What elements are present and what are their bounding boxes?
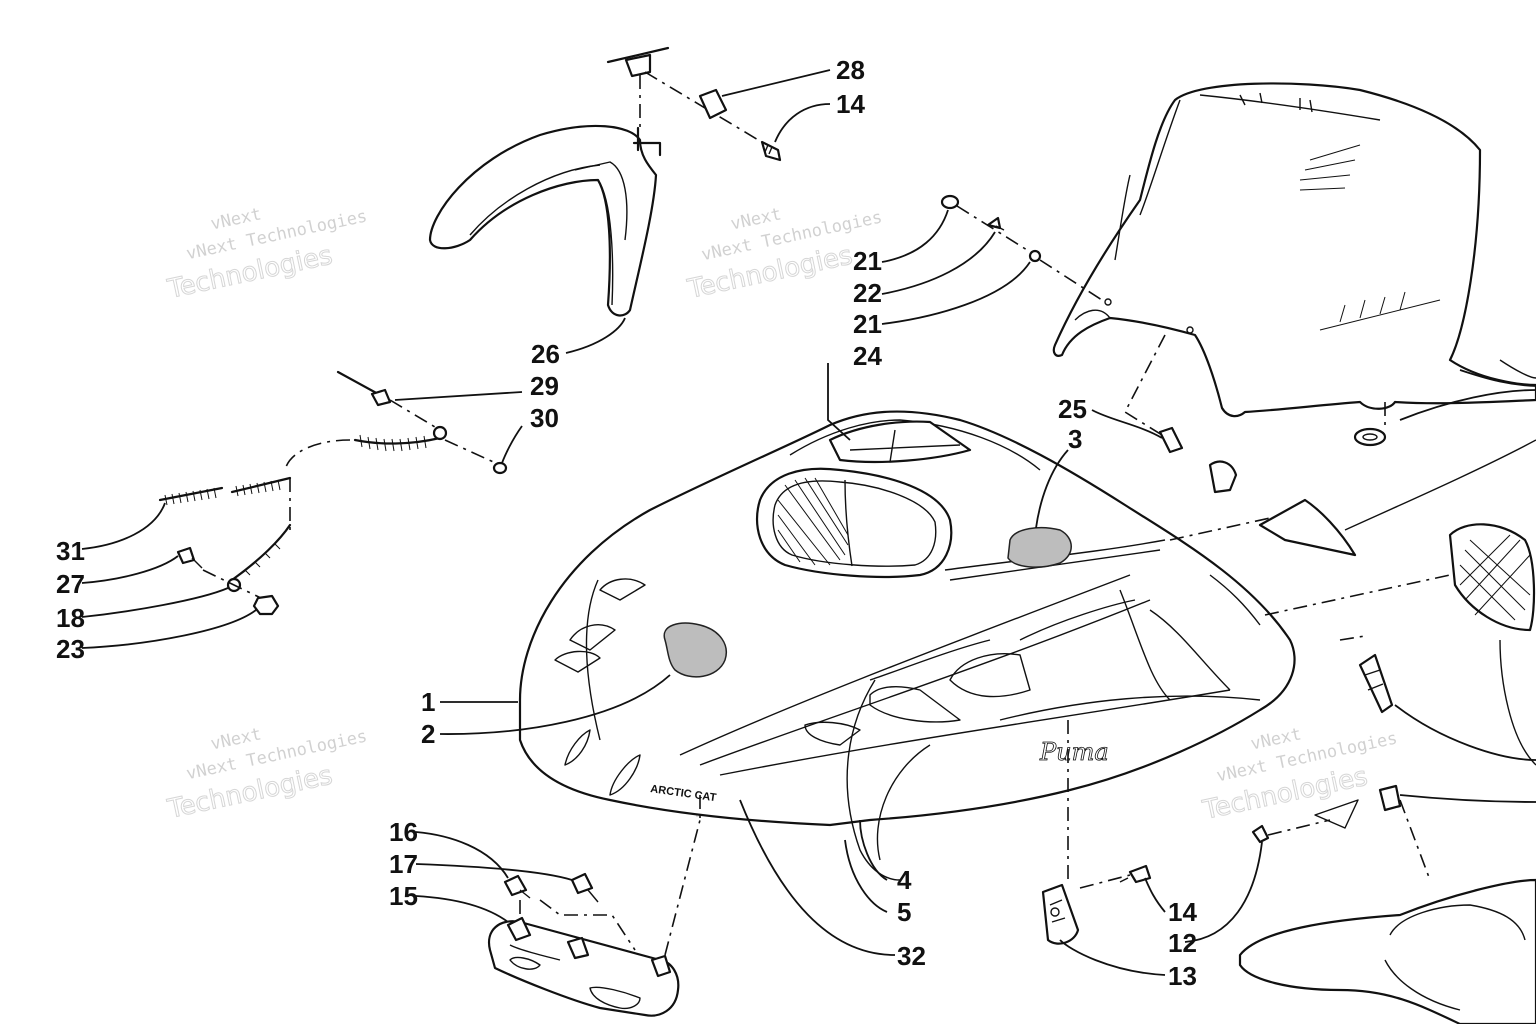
hood-script-logo: Puma <box>1039 738 1109 766</box>
callout-16: 16 <box>389 817 418 847</box>
leader-lines <box>81 69 1536 976</box>
part-windshield <box>1052 82 1536 447</box>
callout-14: 14 <box>1168 897 1197 927</box>
part-side-grille <box>1258 359 1536 766</box>
callout-22: 22 <box>853 278 882 308</box>
part-21-22-hardware <box>940 194 1106 303</box>
callout-31: 31 <box>56 536 85 566</box>
callout-18: 18 <box>56 603 85 633</box>
callout-2: 2 <box>421 719 435 749</box>
callout-14: 14 <box>836 89 865 119</box>
callout-numbers: 28 14 26 21 22 21 24 25 3 29 30 31 27 18… <box>56 55 1197 991</box>
callout-25: 25 <box>1058 394 1087 424</box>
callout-3: 3 <box>1068 424 1082 454</box>
callout-30: 30 <box>530 403 559 433</box>
callout-21: 21 <box>853 309 882 339</box>
part-13-latch <box>1041 720 1152 945</box>
callout-28: 28 <box>836 55 865 85</box>
callout-15: 15 <box>389 881 418 911</box>
callout-4: 4 <box>897 865 912 895</box>
callout-5: 5 <box>897 897 911 927</box>
part-28-bracket <box>606 46 782 162</box>
callout-13: 13 <box>1168 961 1197 991</box>
callout-24: 24 <box>853 341 882 371</box>
part-26-visor <box>428 124 662 317</box>
part-12-bracket <box>1238 784 1536 1024</box>
part-15-bumper <box>487 795 701 1017</box>
callout-1: 1 <box>421 687 435 717</box>
callout-12: 12 <box>1168 928 1197 958</box>
callout-32: 32 <box>897 941 926 971</box>
callout-21: 21 <box>853 246 882 276</box>
part-1-hood: Puma ARCTIC CAT <box>518 410 1451 881</box>
part-29-31-cable-assembly <box>158 370 508 616</box>
callout-23: 23 <box>56 634 85 664</box>
callout-26: 26 <box>531 339 560 369</box>
callout-17: 17 <box>389 849 418 879</box>
part-25-fastener <box>1123 334 1238 494</box>
callout-27: 27 <box>56 569 85 599</box>
callout-29: 29 <box>530 371 559 401</box>
